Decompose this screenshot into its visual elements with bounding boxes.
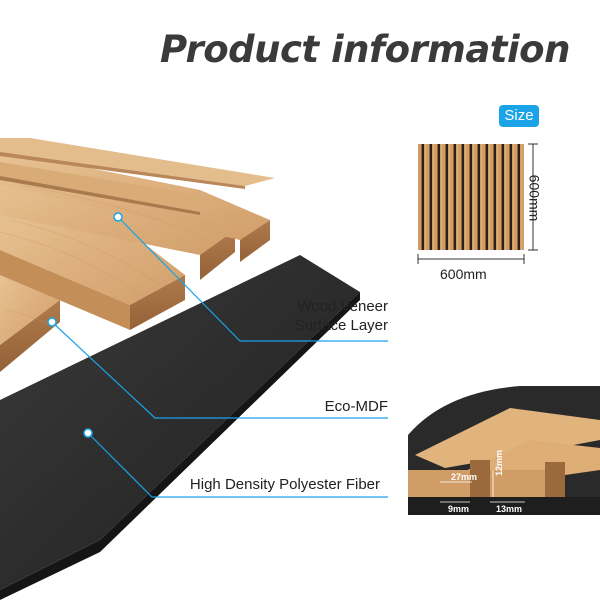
annotation-lines xyxy=(51,216,388,498)
gap-label: 9mm xyxy=(448,504,470,514)
slat-detail-view xyxy=(408,386,600,515)
mdf-slat-lower xyxy=(0,270,60,372)
slat-detail-dimensions xyxy=(440,470,525,503)
size-badge: Size xyxy=(499,105,539,127)
size-swatch xyxy=(418,144,524,250)
veneer-sheets xyxy=(0,138,275,215)
size-dimension-lines xyxy=(417,143,538,264)
mdf-leader xyxy=(51,321,388,419)
veneer-label-line1: Wood Veneer xyxy=(297,298,388,315)
layer-label-fiber: High Density Polyester Fiber xyxy=(189,476,380,493)
base-label: 13mm xyxy=(496,504,523,514)
slat-height-label: 12mm xyxy=(494,449,504,476)
veneer-leader xyxy=(117,216,388,342)
height-dimension: 600mm xyxy=(526,174,543,222)
width-dimension: 600mm xyxy=(440,266,487,282)
fiber-leader xyxy=(87,432,388,498)
wood-grain-lines xyxy=(0,184,211,326)
felt-backing-layer xyxy=(0,255,360,600)
layer-label-mdf: Eco-MDF xyxy=(324,398,388,415)
page-title: Product information xyxy=(160,28,570,71)
layer-label-veneer: Wood Veneer Surface Layer xyxy=(250,297,388,335)
fiber-dot xyxy=(83,428,93,438)
annotation-dots xyxy=(47,212,123,438)
mdf-dot xyxy=(47,317,57,327)
veneer-label-line2: Surface Layer xyxy=(294,317,388,334)
slat-width-label: 27mm xyxy=(451,472,478,482)
veneer-dot xyxy=(113,212,123,222)
